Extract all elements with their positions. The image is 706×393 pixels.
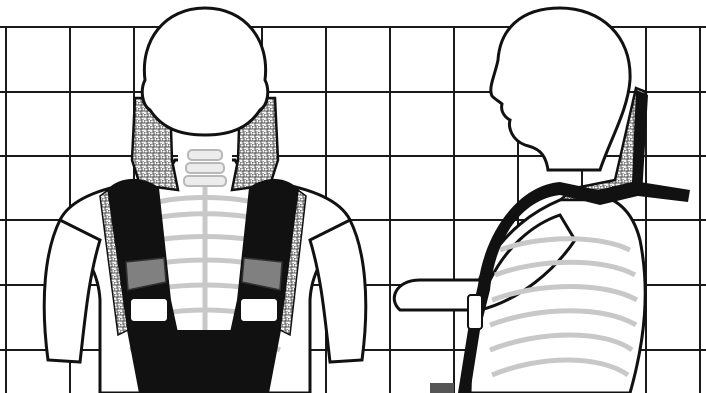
- side-buckle: [468, 295, 482, 329]
- side-head: [491, 8, 630, 170]
- front-left-buckle: [130, 298, 168, 322]
- front-head: [142, 8, 267, 135]
- front-right-arm: [310, 220, 366, 362]
- front-left-arm: [44, 220, 100, 362]
- front-cervical-spine: [184, 150, 226, 186]
- front-view: [44, 8, 366, 393]
- side-bottom-clip: [430, 383, 454, 393]
- front-right-buckle: [240, 298, 278, 322]
- front-lower-strap: [165, 330, 245, 393]
